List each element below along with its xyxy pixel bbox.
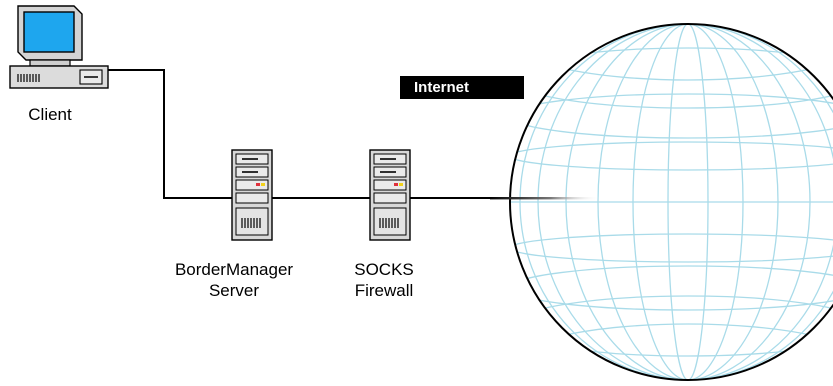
- client-to-bordermanager-line: [108, 69, 232, 199]
- client-computer-icon: [9, 5, 109, 89]
- bordermanager-server-label: BorderManager Server: [164, 259, 304, 301]
- client-label: Client: [28, 105, 72, 124]
- bordermanager-server-icon: [231, 149, 273, 241]
- internet-label: Internet: [400, 76, 524, 99]
- socks-firewall-server-icon: [369, 149, 411, 241]
- socks-label-line1: SOCKS: [354, 260, 414, 279]
- socks-label-line2: Firewall: [354, 281, 414, 300]
- socks-to-internet-fade-line: [490, 197, 600, 200]
- socks-firewall-label: SOCKS Firewall: [345, 259, 423, 301]
- internet-globe-icon: [509, 23, 833, 381]
- bordermanager-label-line1: BorderManager: [174, 260, 294, 279]
- connection-lines: [108, 69, 490, 199]
- bordermanager-label-line2: Server: [208, 281, 260, 300]
